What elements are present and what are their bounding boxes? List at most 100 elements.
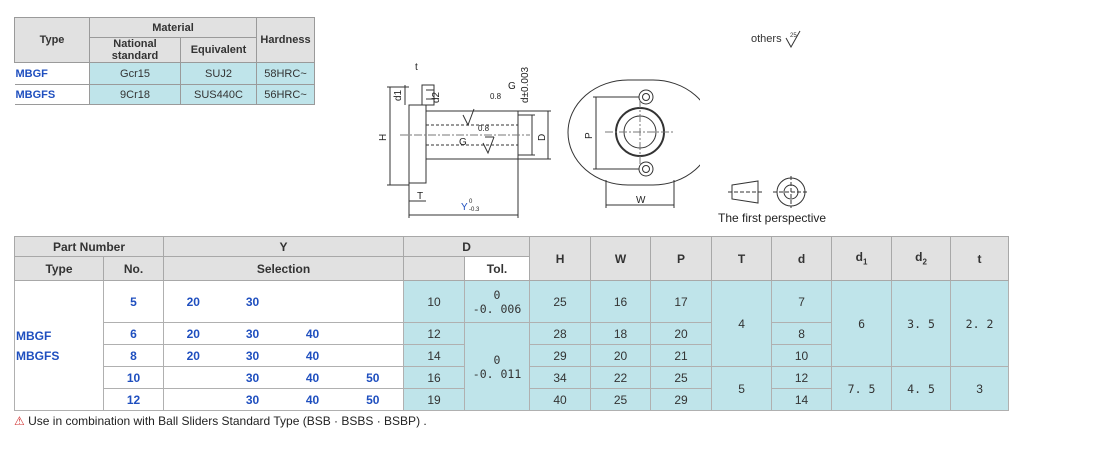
D-header: D xyxy=(403,236,531,257)
no-cell: 10 xyxy=(103,366,164,389)
no-cell: 6 xyxy=(103,322,164,345)
type-mbgfs: MBGFS xyxy=(16,348,60,363)
d-value: 7 xyxy=(771,280,833,323)
y-value: 20 xyxy=(163,280,223,323)
roughness-08-bottom: 0.8 xyxy=(478,124,490,133)
W-value: 18 xyxy=(590,322,652,345)
P-value: 21 xyxy=(650,344,713,367)
roughness-symbol-icon: 25 xyxy=(785,30,801,49)
dim-d2-label: d2 xyxy=(431,91,442,103)
D-value: 12 xyxy=(403,322,466,345)
P-value: 25 xyxy=(650,366,713,389)
equivalent-header: Equivalent xyxy=(180,37,257,63)
roughness-g-bottom: G xyxy=(459,137,467,148)
W-value: 22 xyxy=(590,366,652,389)
spec-table: Part Number Y D H W P T d d1 d2 t Type N… xyxy=(14,236,1010,411)
national-standard-value: 9Cr18 xyxy=(89,84,181,105)
dim-d-tol-label: d±0.003 xyxy=(520,66,531,103)
y-value: 30 xyxy=(222,388,283,411)
D-value: 14 xyxy=(403,344,466,367)
y-value: 50 xyxy=(342,366,405,389)
D-value: 16 xyxy=(403,366,466,389)
D-value: 10 xyxy=(403,280,466,323)
H-value: 40 xyxy=(529,388,592,411)
H-value: 25 xyxy=(529,280,592,323)
P-value: 29 xyxy=(650,388,713,411)
national-standard-header: National standard xyxy=(89,37,181,63)
table-row: 6 20 30 40 12 0-0. 011 28 18 20 8 xyxy=(15,322,1009,411)
y-value: 50 xyxy=(342,388,405,411)
dim-d1-label: d1 xyxy=(393,89,404,101)
D-blank-header xyxy=(403,256,466,281)
d-value: 8 xyxy=(771,322,833,345)
y-value xyxy=(163,366,223,389)
material-type-mbgf: MBGF xyxy=(14,62,90,85)
type-cell: MBGF MBGFS xyxy=(14,280,104,411)
roughness-08-top: 0.8 xyxy=(490,92,502,101)
dim-y-tol-lower: -0.3 xyxy=(469,207,480,213)
y-value: 20 xyxy=(163,322,223,345)
no-cell: 12 xyxy=(103,388,164,411)
dim-D-label: D xyxy=(537,134,548,141)
dim-h-label: H xyxy=(378,134,389,141)
material-table: Type Material Hardness National standard… xyxy=(14,17,315,105)
svg-text:25: 25 xyxy=(790,33,797,39)
type-mbgf: MBGF xyxy=(16,328,52,343)
others-roughness-note: others 25 xyxy=(751,30,803,49)
d-value: 12 xyxy=(771,366,833,389)
y-value: 40 xyxy=(282,366,343,389)
hardness-header: Hardness xyxy=(256,17,315,63)
no-header: No. xyxy=(103,256,164,281)
d-value: 14 xyxy=(771,388,833,411)
table-row: 10 30 40 50 16 34 22 25 5 12 7. 5 4. 5 3 xyxy=(15,366,1010,411)
T-value: 5 xyxy=(711,366,773,411)
tol-value: 0-0. 006 xyxy=(464,280,531,323)
d1-value: 7. 5 xyxy=(831,366,893,411)
W-header: W xyxy=(590,236,652,281)
tol-header: Tol. xyxy=(464,256,531,281)
warning-circle-icon: ⚠ xyxy=(14,414,25,428)
H-value: 29 xyxy=(529,344,592,367)
d1-value: 6 xyxy=(831,280,893,367)
dim-y-label: Y xyxy=(461,202,468,213)
D-value: 19 xyxy=(403,388,466,411)
y-value: 40 xyxy=(282,322,343,345)
selection-header: Selection xyxy=(162,256,405,281)
t-value: 3 xyxy=(950,366,1010,411)
d2-header: d2 xyxy=(891,236,952,281)
t-header: t xyxy=(950,236,1010,281)
dim-p-label: P xyxy=(584,132,595,139)
flange-outline xyxy=(408,104,427,184)
footnote-text: Use in combination with Ball Sliders Sta… xyxy=(28,414,427,428)
d2-value: 4. 5 xyxy=(891,366,952,411)
H-value: 34 xyxy=(529,366,592,389)
y-value: 40 xyxy=(282,344,343,367)
y-value: 30 xyxy=(222,344,283,367)
W-value: 16 xyxy=(590,280,652,323)
first-perspective-symbol xyxy=(728,176,809,208)
dim-T-label: T xyxy=(417,191,423,202)
table-row: MBGF MBGFS 5 20 30 10 0-0. 006 25 16 17 … xyxy=(14,280,1010,411)
y-value xyxy=(342,322,405,345)
type-header: Type xyxy=(14,256,104,281)
y-header: Y xyxy=(162,236,405,257)
dim-t-label: t xyxy=(415,62,418,73)
W-value: 25 xyxy=(590,388,652,411)
T-value: 4 xyxy=(711,280,773,367)
t-value: 2. 2 xyxy=(950,280,1010,367)
P-value: 17 xyxy=(650,280,713,323)
part-number-header: Part Number xyxy=(14,236,164,257)
equivalent-value: SUS440C xyxy=(180,84,257,105)
P-header: P xyxy=(650,236,713,281)
y-value: 30 xyxy=(222,280,283,323)
y-value: 30 xyxy=(222,322,283,345)
y-value xyxy=(342,344,405,367)
national-standard-value: Gcr15 xyxy=(89,62,181,85)
W-value: 20 xyxy=(590,344,652,367)
y-value: 20 xyxy=(163,344,223,367)
d2-value: 3. 5 xyxy=(891,280,952,367)
material-type-header: Type xyxy=(14,17,90,63)
y-value xyxy=(342,280,405,323)
d-header: d xyxy=(771,236,833,281)
y-value: 30 xyxy=(222,366,283,389)
